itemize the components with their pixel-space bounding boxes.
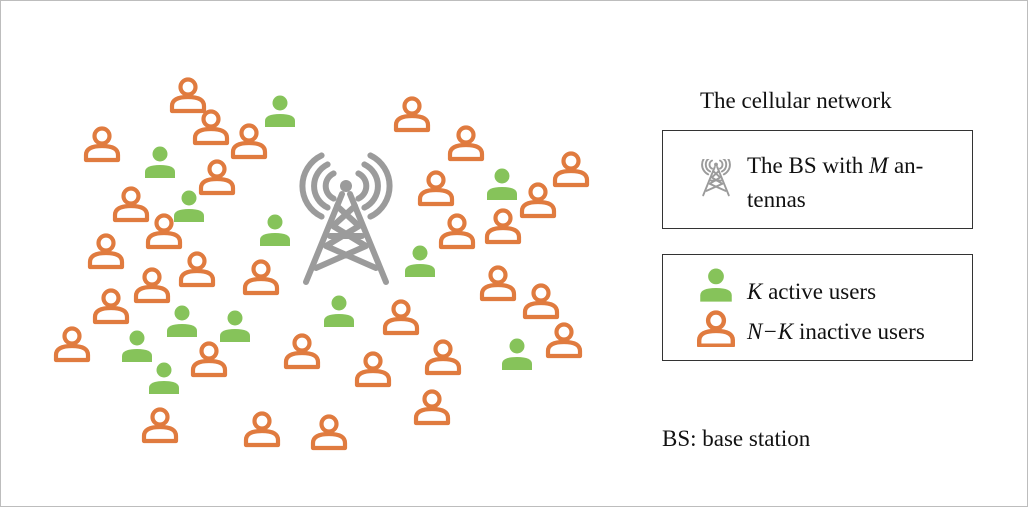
inactive-user-3 (83, 126, 121, 163)
footnote: BS: base station (662, 426, 811, 451)
inactive-user-5 (393, 96, 431, 133)
inactive-user-18 (242, 259, 280, 296)
inactive-user-27 (424, 339, 462, 376)
inactive-user-6 (447, 125, 485, 162)
active-user-12 (502, 338, 532, 370)
base-station-tower (299, 152, 393, 285)
inactive-user-25 (190, 341, 228, 378)
inactive-user-9 (417, 170, 455, 207)
active-user-7 (167, 305, 197, 337)
inactive-user-8 (112, 186, 150, 223)
legend-active-label: K active users (747, 279, 877, 304)
inactive-user-26 (283, 333, 321, 370)
inactive-user-10 (552, 151, 590, 188)
inactive-user-7 (198, 159, 236, 196)
active-user-2 (145, 146, 175, 178)
inactive-user-31 (310, 414, 348, 451)
active-user-icon (700, 268, 732, 302)
inactive-user-32 (413, 389, 451, 426)
active-user-10 (122, 330, 152, 362)
legend-users-box: K active users N−K inactive users (662, 254, 973, 361)
active-user-1 (265, 95, 295, 127)
inactive-user-13 (438, 213, 476, 250)
active-user-9 (324, 295, 354, 327)
legend-bs-box: The BS with M an- tennas (662, 130, 973, 229)
inactive-user-22 (382, 299, 420, 336)
inactive-user-24 (545, 322, 583, 359)
legend-bs-label: The BS with M an- (747, 153, 924, 178)
inactive-user-20 (92, 288, 130, 325)
inactive-user-28 (354, 351, 392, 388)
inactive-user-16 (178, 251, 216, 288)
inactive-user-14 (484, 208, 522, 245)
inactive-user-21 (522, 283, 560, 320)
active-user-8 (220, 310, 250, 342)
active-user-5 (260, 214, 290, 246)
cell-tower-icon (701, 159, 731, 197)
legend-title: The cellular network (700, 88, 892, 113)
legend-inactive-user-shape (697, 310, 735, 347)
active-user-6 (405, 245, 435, 277)
legend-active-user-shape (700, 268, 732, 302)
inactive-user-icon (697, 310, 735, 347)
inactive-user-2 (192, 109, 230, 146)
inactive-user-4 (230, 123, 268, 160)
active-user-11 (149, 362, 179, 394)
inactive-user-1 (169, 77, 207, 114)
inactive-user-11 (519, 182, 557, 219)
inactive-user-19 (479, 265, 517, 302)
inactive-user-15 (87, 233, 125, 270)
inactive-user-17 (133, 267, 171, 304)
inactive-user-30 (243, 411, 281, 448)
cell-tower-icon-shape (701, 159, 731, 197)
legend-inactive-label: N−K inactive users (747, 319, 925, 344)
users-layer (53, 77, 590, 451)
inactive-user-12 (145, 213, 183, 250)
inactive-user-29 (141, 407, 179, 444)
active-user-4 (487, 168, 517, 200)
active-user-3 (174, 190, 204, 222)
legend-bs-label-line2: tennas (747, 187, 806, 212)
inactive-user-23 (53, 326, 91, 363)
